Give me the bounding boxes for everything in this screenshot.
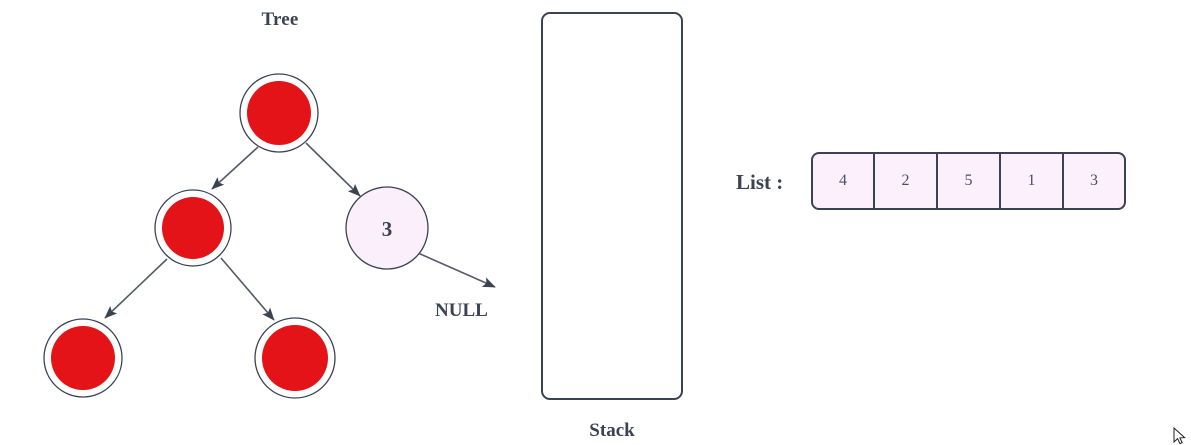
node-fill [162, 197, 224, 259]
stack-container[interactable] [541, 12, 683, 400]
stack-title: Stack [589, 420, 635, 441]
list-cell[interactable]: 2 [874, 152, 937, 210]
list-cell[interactable]: 5 [937, 152, 1000, 210]
tree-node-left-right[interactable] [254, 317, 336, 399]
list-cell[interactable]: 1 [1000, 152, 1063, 210]
tree-node-left[interactable] [154, 189, 232, 267]
node-fill [262, 325, 328, 391]
tree-node-left-left[interactable] [43, 318, 123, 398]
list-label: List : [736, 170, 784, 194]
node-fill [247, 81, 311, 145]
edge-right-null [417, 252, 496, 288]
node-fill [345, 186, 429, 270]
edge-left-leftleft [104, 258, 168, 319]
tree-edges [104, 142, 496, 321]
list-container: 4 2 5 1 3 [811, 152, 1126, 210]
list-cell[interactable]: 4 [811, 152, 874, 210]
node-fill [51, 326, 115, 390]
tree-title: Tree [261, 9, 299, 30]
list-cell[interactable]: 3 [1063, 152, 1126, 210]
edge-root-left [211, 146, 259, 190]
tree-node-right-label: 3 [382, 217, 393, 241]
tree-node-right[interactable]: 3 [345, 186, 429, 270]
null-label: NULL [435, 300, 488, 321]
edge-left-leftright [220, 257, 275, 321]
edge-root-right [305, 142, 361, 197]
tree-node-root[interactable] [239, 73, 319, 153]
